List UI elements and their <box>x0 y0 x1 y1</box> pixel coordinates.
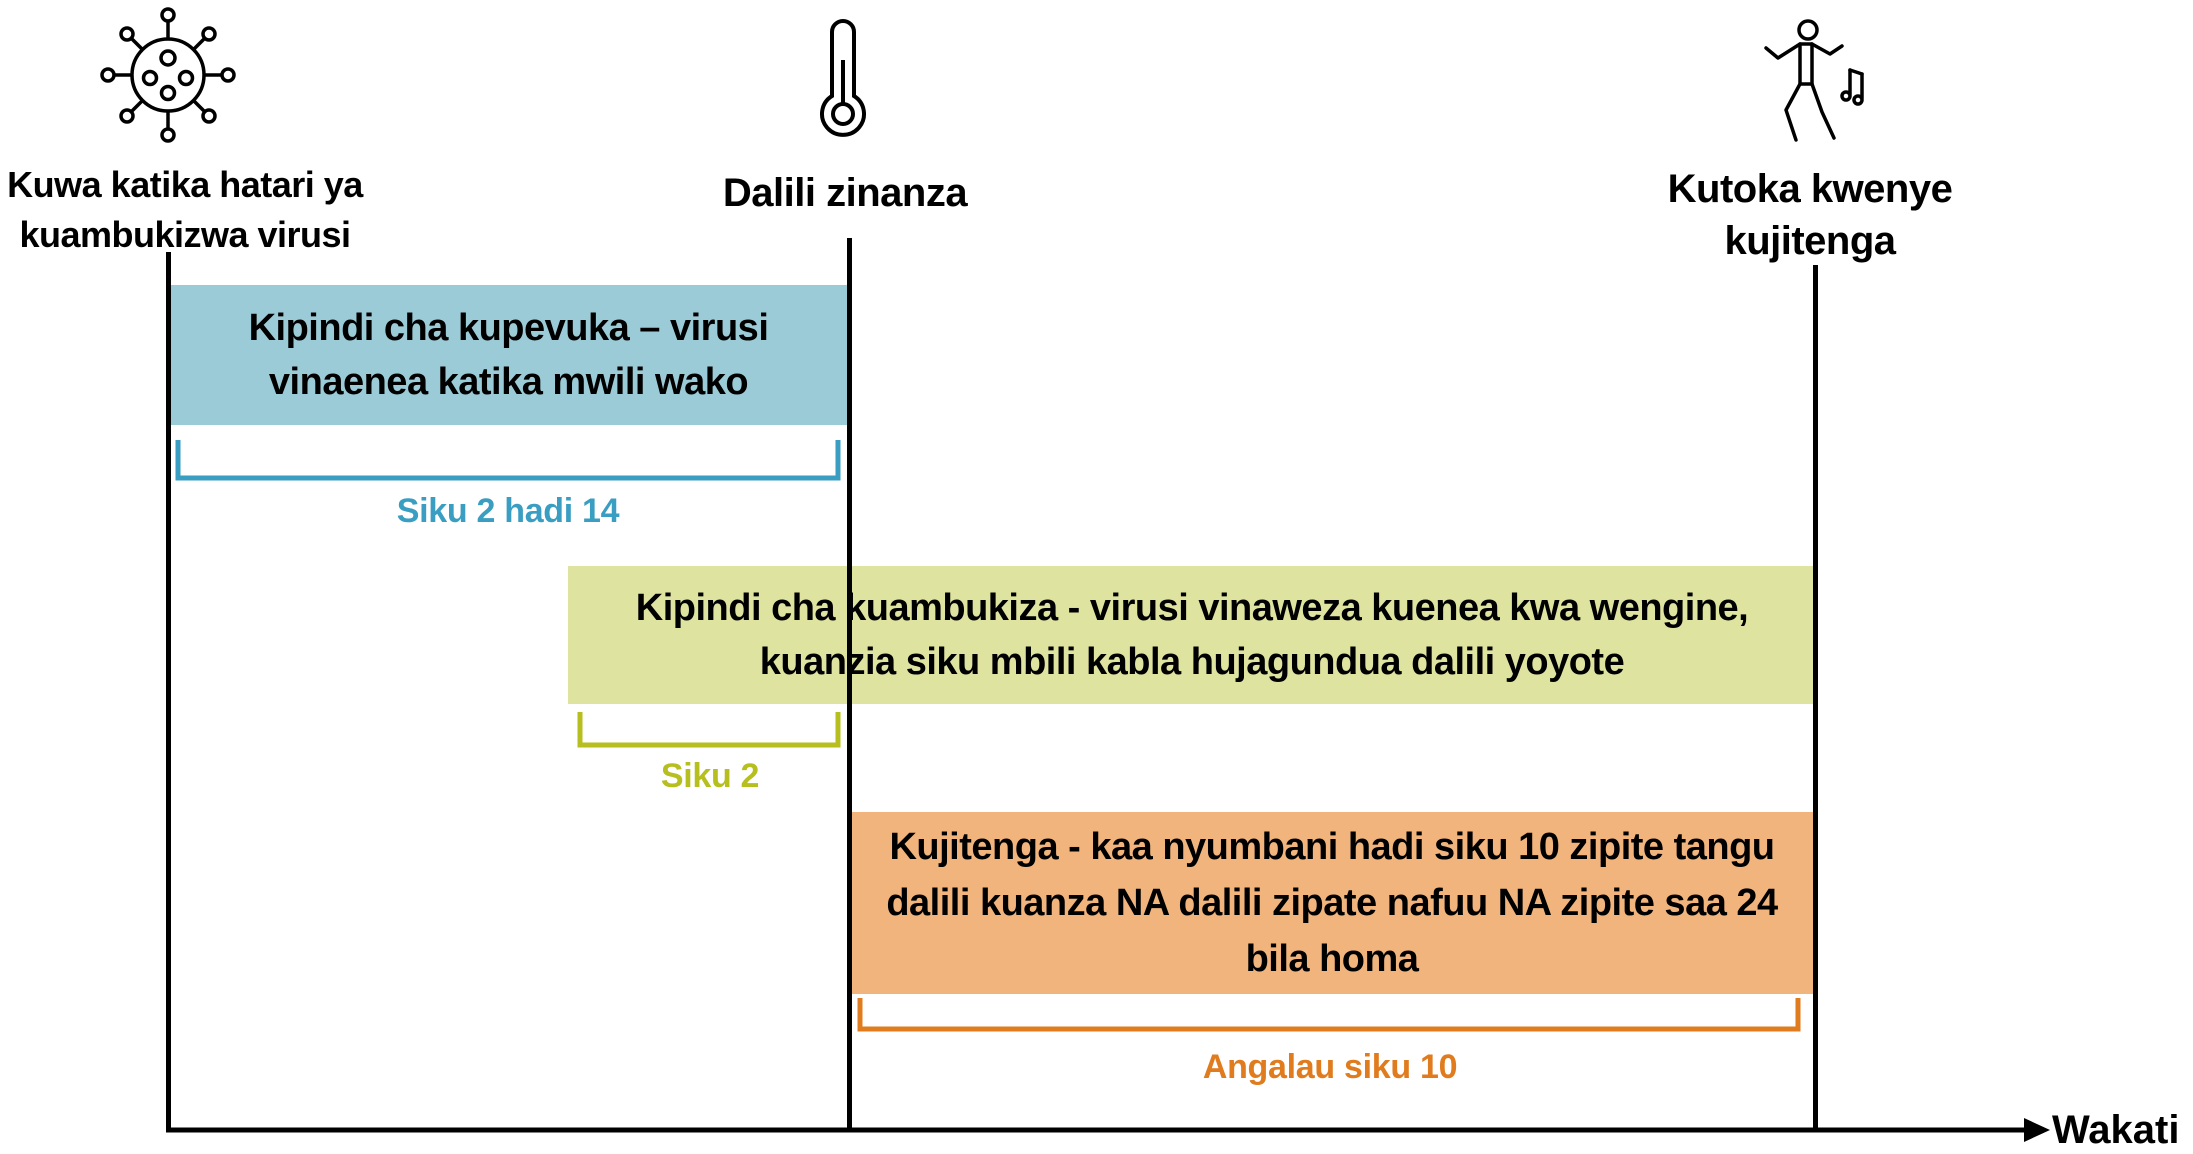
isolation-period-bar: Kujitenga - kaa nyumbani hadi siku 10 zi… <box>848 812 1816 994</box>
incubation-duration: Siku 2 hadi 14 <box>396 492 620 530</box>
isolation-duration: Angalau siku 10 <box>1202 1048 1458 1086</box>
symptoms-label: Dalili zinanza <box>722 171 968 215</box>
time-axis-arrow <box>2024 1118 2050 1142</box>
exposure-line <box>166 252 171 1132</box>
infectious-period-bar: Kipindi cha kuambukiza - virusi vinaweza… <box>568 566 1816 704</box>
incubation-bracket <box>175 440 841 481</box>
incubation-period-bar: Kipindi cha kupevuka – virusi vinaenea k… <box>166 285 851 425</box>
infectious-period-text: Kipindi cha kuambukiza - virusi vinaweza… <box>635 587 1749 683</box>
isolation-period-text: Kujitenga - kaa nyumbani hadi siku 10 zi… <box>886 826 1778 980</box>
exposure-label: Kuwa katika hatari ya kuambukizwa virusi <box>7 164 363 255</box>
incubation-period-text: Kipindi cha kupevuka – virusi vinaenea k… <box>248 307 769 403</box>
dancing-person-icon <box>1764 19 1864 142</box>
infectious-duration: Siku 2 <box>660 757 760 795</box>
isolation-bracket <box>857 998 1801 1032</box>
release-line <box>1813 265 1818 1132</box>
symptoms-line <box>847 238 852 1132</box>
infectious-bracket <box>577 712 841 748</box>
thermometer-icon <box>820 19 866 137</box>
release-label: Kutoka kwenye kujitenga <box>1667 167 1953 263</box>
virus-icon <box>100 7 236 143</box>
time-axis-label: Wakati <box>2052 1108 2180 1152</box>
